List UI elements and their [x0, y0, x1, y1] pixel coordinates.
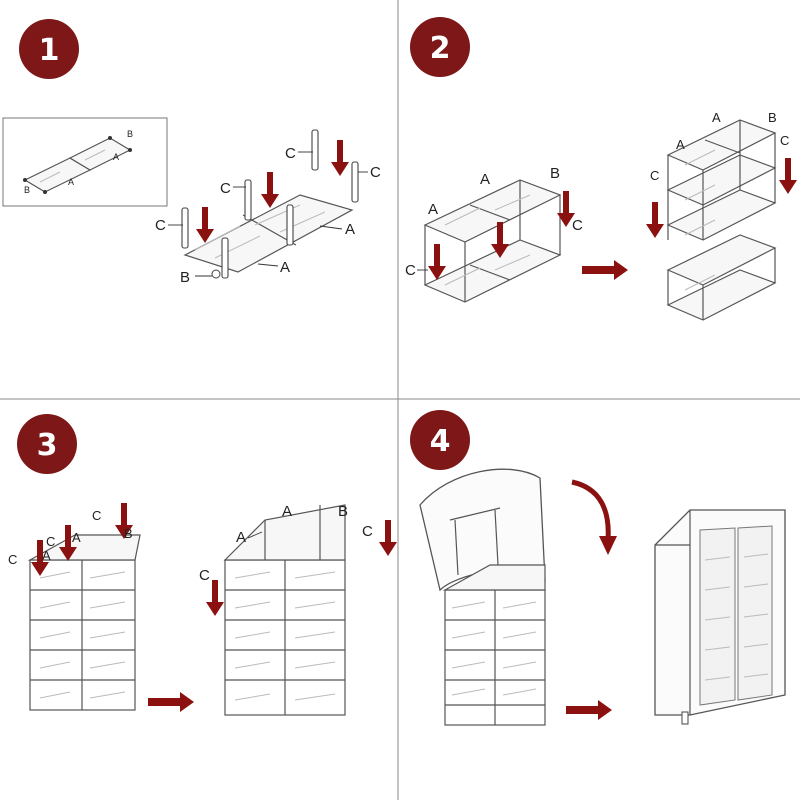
step-2-badge: 2: [410, 17, 470, 77]
down-arrow-icon: [261, 172, 279, 208]
cover-panel: [419, 468, 546, 592]
svg-text:C: C: [370, 164, 381, 181]
right-arrow-icon: [582, 260, 628, 280]
svg-text:B: B: [768, 110, 777, 125]
down-arrow-icon: [379, 520, 397, 556]
svg-text:2: 2: [430, 31, 451, 66]
right-arrow-icon: [566, 700, 612, 720]
svg-text:A: A: [712, 110, 721, 125]
svg-text:C: C: [650, 168, 659, 183]
svg-text:C: C: [362, 523, 373, 540]
step-2-frame-right: A A B C C: [646, 110, 797, 321]
svg-text:C: C: [46, 534, 55, 549]
down-arrow-icon: [428, 244, 446, 280]
svg-text:3: 3: [37, 428, 58, 463]
svg-text:C: C: [92, 508, 101, 523]
step-4-rack: [442, 564, 546, 726]
finished-wardrobe: [654, 509, 786, 725]
svg-text:A: A: [113, 152, 119, 162]
svg-text:C: C: [572, 217, 583, 234]
svg-text:B: B: [180, 269, 190, 286]
step-4-panel: 4: [410, 410, 786, 726]
svg-text:A: A: [236, 529, 246, 546]
step-1-panel: 1 B A A B: [2, 19, 381, 286]
svg-text:1: 1: [39, 33, 60, 68]
right-arrow-icon: [148, 692, 194, 712]
svg-text:B: B: [127, 129, 133, 139]
svg-text:A: A: [282, 503, 292, 520]
step-3-panel: 3 C C A A C: [8, 414, 397, 716]
svg-text:A: A: [68, 177, 74, 187]
step-1-frame: C C C C B A A: [155, 129, 381, 286]
step-1-inset: B A A B: [2, 117, 168, 207]
step-3-frame-right: A A B C C: [199, 503, 397, 716]
svg-text:A: A: [72, 530, 81, 545]
pole: [351, 161, 359, 203]
curved-arrow-icon: [571, 479, 617, 555]
pole: [311, 129, 319, 171]
pole: [181, 207, 189, 249]
svg-text:C: C: [780, 133, 789, 148]
svg-text:C: C: [8, 552, 17, 567]
svg-text:4: 4: [430, 424, 451, 459]
step-2-frame-left: A A B C C: [405, 165, 583, 303]
svg-text:C: C: [199, 567, 210, 584]
svg-text:C: C: [405, 262, 416, 279]
svg-text:A: A: [480, 171, 490, 188]
svg-text:C: C: [220, 180, 231, 197]
svg-text:A: A: [280, 259, 290, 276]
step-3-badge: 3: [17, 414, 77, 474]
step-2-panel: 2 A A B C C: [405, 17, 797, 321]
step-3-frame-left: C C A A C B: [8, 503, 141, 711]
down-arrow-icon: [646, 202, 664, 238]
svg-text:A: A: [428, 201, 438, 218]
svg-text:B: B: [24, 185, 30, 195]
pole: [244, 179, 252, 221]
step-4-badge: 4: [410, 410, 470, 470]
svg-text:A: A: [676, 137, 685, 152]
svg-text:B: B: [550, 165, 560, 182]
svg-text:C: C: [285, 145, 296, 162]
pole: [286, 204, 294, 246]
svg-text:B: B: [338, 503, 348, 520]
svg-text:C: C: [155, 217, 166, 234]
step-1-badge: 1: [19, 19, 79, 79]
down-arrow-icon: [331, 140, 349, 176]
svg-text:B: B: [124, 526, 133, 541]
down-arrow-icon: [779, 158, 797, 194]
svg-text:A: A: [42, 548, 51, 563]
down-arrow-icon: [196, 207, 214, 243]
svg-text:A: A: [345, 221, 355, 238]
pole: [221, 237, 229, 279]
down-arrow-icon: [206, 580, 224, 616]
